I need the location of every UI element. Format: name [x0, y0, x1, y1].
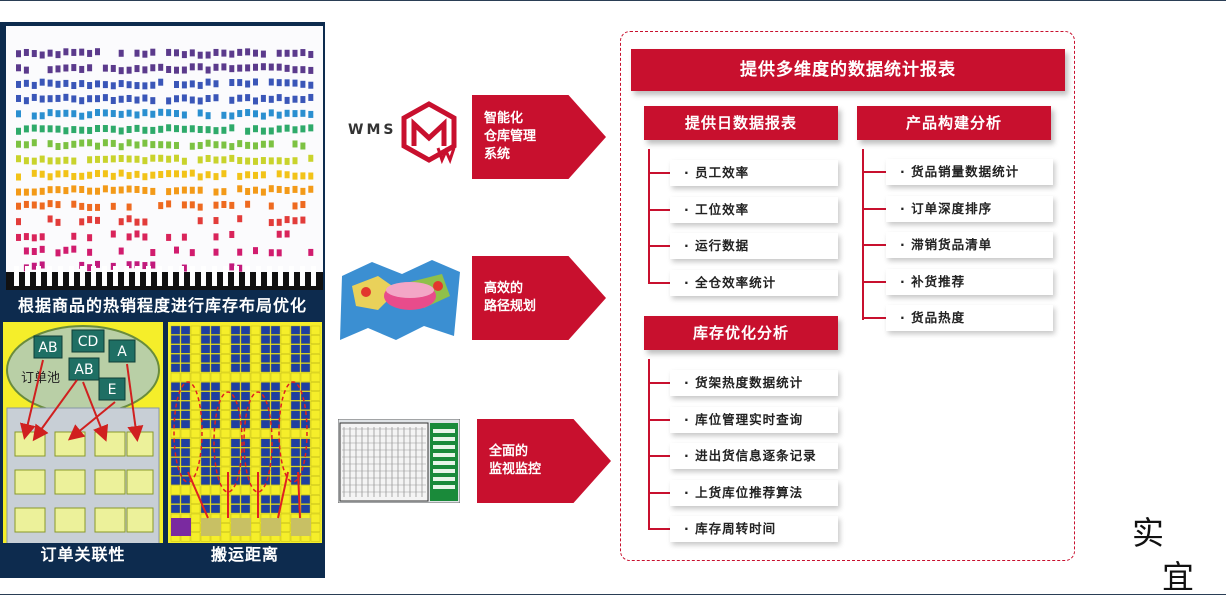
carry-distance-image: 搬运距离: [168, 322, 322, 567]
report-item: · 运行数据: [670, 233, 838, 259]
corner-char-2: 宜: [1162, 558, 1195, 596]
daily-tree-line: [648, 149, 650, 284]
tree-branch: [648, 172, 670, 174]
tree-branch: [862, 244, 886, 246]
shelf-bins: [14, 431, 154, 533]
report-item: · 工位效率: [670, 196, 838, 223]
left-image-panel: 根据商品的热销程度进行库存布局优化 AB CD A AB: [0, 22, 325, 578]
carry-distance-grid: [170, 325, 321, 542]
product-analysis-title: 产品构建分析: [857, 106, 1051, 140]
tree-branch: [862, 280, 886, 283]
order-correlation-caption: 订单关联性: [3, 543, 163, 567]
report-title: 提供多维度的数据统计报表: [631, 49, 1065, 91]
monitor-screenshot-image: [338, 419, 460, 503]
product-tree-line: [862, 149, 864, 320]
report-item: · 进出货信息逐条记录: [670, 443, 838, 469]
report-item: · 补货推荐: [886, 268, 1053, 295]
wms-label: WMS: [348, 122, 397, 138]
route-map-image: [340, 260, 460, 340]
report-frame: [620, 31, 1075, 561]
report-item: · 滞销货品清单: [886, 232, 1053, 258]
chevron-text: 全面的 监视监控: [489, 444, 542, 477]
report-item: · 库存周转时间: [670, 516, 838, 542]
chevron-route-planning: 高效的 路径规划: [472, 256, 606, 340]
order-label-ab: AB: [38, 340, 57, 356]
heatmap-grid: [6, 48, 323, 290]
heatmap-caption: 根据商品的热销程度进行库存布局优化: [17, 296, 307, 315]
order-label-e: E: [108, 382, 117, 398]
order-pool-label: 订单池: [21, 371, 60, 386]
order-pool-image: AB CD A AB E 订单池 订单关联性: [3, 322, 163, 567]
inventory-analysis-title: 库存优化分析: [644, 316, 838, 350]
tree-branch: [648, 281, 670, 284]
report-item: · 货架热度数据统计: [670, 370, 838, 396]
report-item: · 库位管理实时查询: [670, 406, 838, 433]
daily-report-title: 提供日数据报表: [644, 106, 838, 140]
report-item: · 订单深度排序: [886, 195, 1053, 222]
heatmap-image: [6, 26, 323, 290]
order-boxes: [33, 329, 136, 401]
tree-branch: [648, 208, 670, 211]
order-pool-diagram: AB CD A AB E 订单池: [6, 325, 160, 559]
top-rule: [0, 0, 1226, 1]
tree-branch: [648, 455, 670, 457]
order-label-ab-2: AB: [74, 362, 93, 378]
order-label-a: A: [117, 344, 127, 360]
assign-arrows: [19, 359, 144, 442]
bottom-rule: [0, 594, 1226, 595]
tree-branch: [648, 491, 670, 494]
report-item: · 员工效率: [670, 160, 838, 186]
tree-branch: [648, 245, 670, 247]
tree-branch: [862, 317, 886, 319]
report-item: · 货品销量数据统计: [886, 159, 1053, 185]
report-item: · 全仓效率统计: [670, 269, 838, 296]
chevron-smart-wms: 智能化 仓库管理 系统: [472, 95, 606, 179]
corner-char-1: 实: [1132, 514, 1165, 552]
order-label-cd: CD: [78, 334, 99, 350]
tree-branch: [648, 418, 670, 421]
tree-branch: [648, 382, 670, 384]
inventory-tree-line: [648, 359, 650, 530]
wms-logo-icon: [401, 101, 457, 165]
chevron-monitoring: 全面的 监视监控: [477, 419, 611, 503]
tree-branch: [862, 171, 886, 173]
carry-distance-caption: 搬运距离: [168, 543, 322, 567]
tree-branch: [648, 528, 670, 530]
chevron-text: 智能化 仓库管理 系统: [484, 111, 537, 162]
report-item: · 上货库位推荐算法: [670, 479, 838, 506]
tree-branch: [862, 207, 886, 210]
chevron-text: 高效的 路径规划: [484, 281, 537, 314]
report-item: · 货品热度: [886, 305, 1053, 331]
